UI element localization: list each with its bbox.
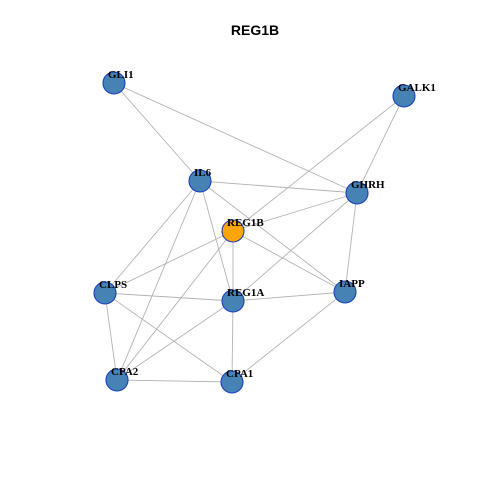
edges-layer [104, 82, 405, 383]
edge-reg1b-cpa2 [116, 230, 234, 381]
nodes-layer [93, 71, 416, 394]
edge-reg1a-cpa1 [231, 300, 234, 383]
node-clps[interactable] [93, 281, 117, 305]
node-iapp[interactable] [333, 280, 357, 304]
node-label-clps: CLPS [99, 279, 127, 291]
node-label-il6: IL6 [194, 167, 212, 179]
node-cpa2[interactable] [105, 368, 129, 392]
node-cpa1[interactable] [220, 370, 244, 394]
node-galk1[interactable] [392, 84, 416, 108]
edge-iapp-cpa1 [231, 291, 346, 383]
node-label-ghrh: GHRH [351, 179, 385, 191]
edge-il6-ghrh [199, 180, 358, 194]
edge-gli1-il6 [113, 82, 201, 182]
edge-il6-reg1a [199, 180, 234, 302]
edge-galk1-reg1b [232, 95, 405, 232]
edge-il6-cpa2 [116, 180, 201, 381]
edge-galk1-ghrh [356, 95, 405, 194]
edge-ghrh-iapp [344, 192, 358, 293]
edge-gli1-ghrh [113, 82, 358, 194]
edge-il6-iapp [199, 180, 346, 293]
edge-cpa2-cpa1 [116, 379, 233, 383]
edge-clps-cpa1 [104, 292, 233, 383]
node-gli1[interactable] [102, 71, 126, 95]
node-label-cpa2: CPA2 [111, 366, 139, 378]
node-reg1a[interactable] [221, 289, 245, 313]
node-il6[interactable] [188, 169, 212, 193]
edge-il6-clps [104, 180, 201, 294]
edge-reg1b-iapp [232, 230, 346, 293]
edge-reg1b-clps [104, 230, 234, 294]
edge-clps-reg1a [104, 292, 234, 302]
edge-reg1a-cpa2 [116, 300, 234, 381]
node-label-galk1: GALK1 [398, 82, 436, 94]
node-label-reg1b: REG1B [227, 217, 264, 229]
node-label-cpa1: CPA1 [226, 368, 253, 380]
edge-clps-cpa2 [104, 292, 118, 381]
node-label-iapp: IAPP [339, 278, 365, 290]
node-label-reg1a: REG1A [227, 287, 264, 299]
node-reg1b[interactable] [221, 219, 245, 243]
node-ghrh[interactable] [345, 181, 369, 205]
edge-reg1b-ghrh [232, 192, 358, 232]
edge-reg1a-iapp [232, 291, 346, 302]
edge-ghrh-reg1a [232, 192, 358, 302]
graph-title: REG1B [231, 22, 279, 38]
node-label-gli1: GLI1 [108, 69, 134, 81]
